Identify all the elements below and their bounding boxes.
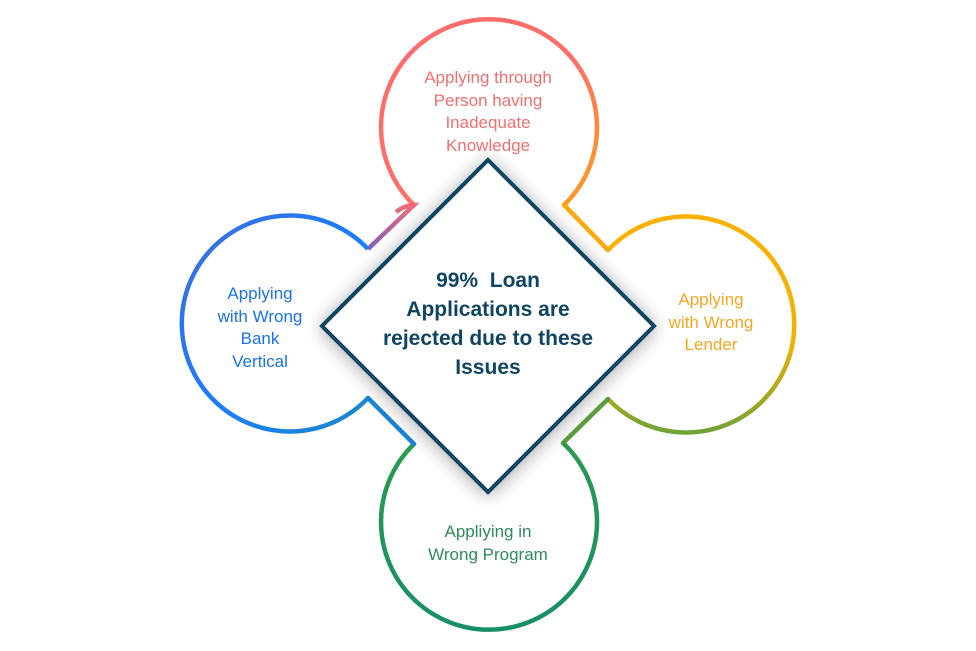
issue-label-right-line: Applying (678, 290, 744, 309)
issue-label-top-line: Applying through (424, 68, 552, 87)
issue-label-left-line: Bank (240, 329, 280, 348)
bottom-left-connector (365, 395, 417, 447)
center-heading-line: 99% Loan (436, 269, 540, 292)
issue-node-left (179, 213, 417, 447)
issue-label-left-line: with Wrong (217, 306, 303, 326)
issue-node-right (560, 202, 797, 446)
issue-label-right: Applying with Wrong Lender (641, 289, 781, 357)
issue-label-bottom-line: Appliying in (444, 522, 532, 541)
issue-label-top-line: Person having (433, 90, 543, 110)
issue-node-bottom (378, 441, 600, 632)
center-heading-line: Issues (455, 356, 521, 379)
center-heading-line: rejected due to these (382, 327, 594, 350)
center-heading-line: Applications are (406, 298, 570, 321)
center-diamond (319, 157, 657, 495)
left-circle-outline (179, 213, 370, 434)
issue-label-left-line: Vertical (232, 351, 288, 371)
right-circle-outline (606, 214, 797, 435)
issue-label-top-line: Inadequate (445, 113, 531, 132)
issue-label-left: Applying with Wrong Bank Vertical (190, 283, 330, 373)
issue-node-top (366, 17, 600, 251)
center-diamond-shape (319, 157, 657, 495)
issue-label-top-line: Knowledge (445, 135, 531, 155)
bottom-right-connector (560, 396, 611, 446)
issue-label-bottom-line: Wrong Program (428, 544, 548, 564)
bottom-circle-outline (378, 441, 600, 632)
top-right-connector (561, 202, 611, 253)
issue-label-right-line: Lender (684, 335, 738, 354)
issue-label-bottom: Appliying in Wrong Program (408, 521, 568, 566)
center-heading: 99% Loan Applications are rejected due t… (368, 266, 608, 382)
top-left-connector (366, 202, 420, 251)
issue-label-right-line: with Wrong (668, 312, 754, 332)
issue-label-left-line: Applying (227, 284, 293, 303)
top-circle-outline (378, 17, 600, 208)
issue-label-top: Applying through Person having Inadequat… (398, 67, 578, 157)
